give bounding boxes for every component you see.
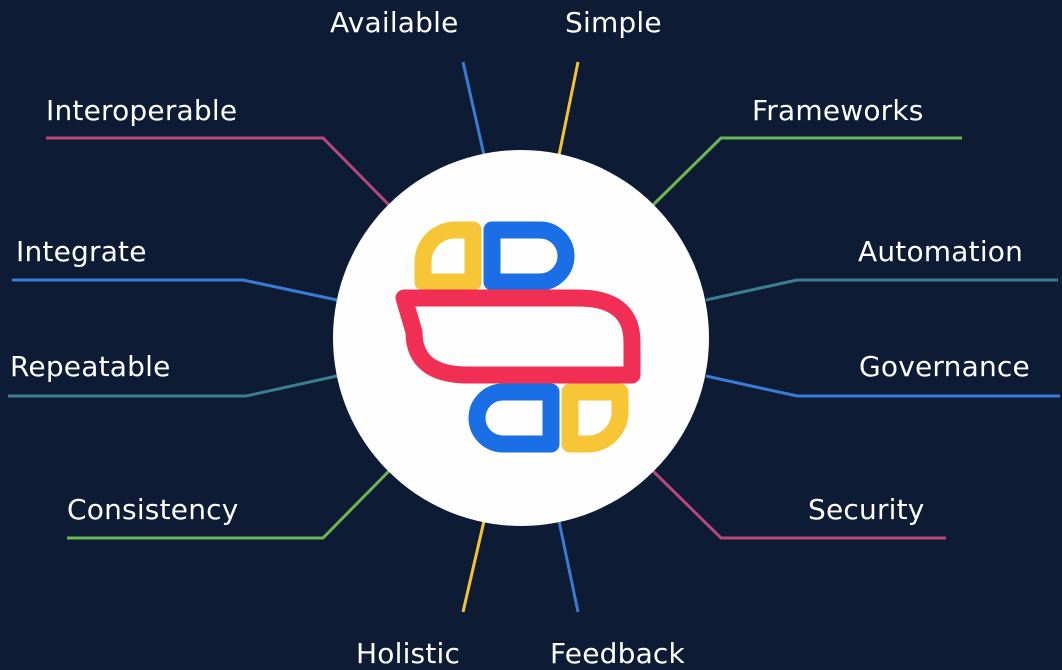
- connector-simple: [557, 61, 580, 156]
- node-label-frameworks: Frameworks: [752, 94, 924, 127]
- connector-security: [651, 469, 946, 540]
- node-label-simple: Simple: [565, 6, 662, 39]
- node-label-consistency: Consistency: [67, 493, 239, 526]
- connector-feedback: [557, 520, 580, 613]
- node-label-available: Available: [330, 6, 459, 39]
- node-label-governance: Governance: [859, 350, 1030, 383]
- connector-holistic: [461, 520, 486, 613]
- connector-automation: [705, 278, 1058, 302]
- connector-frameworks: [651, 136, 962, 207]
- connector-consistency: [67, 469, 391, 540]
- node-label-automation: Automation: [858, 235, 1024, 268]
- connector-governance: [705, 374, 1060, 398]
- node-label-integrate: Integrate: [16, 235, 147, 268]
- connector-available: [461, 61, 486, 156]
- center-hub: [333, 150, 709, 526]
- node-label-holistic: Holistic: [356, 637, 461, 670]
- node-label-interoperable: Interoperable: [46, 94, 238, 127]
- connector-interoperable: [46, 136, 391, 207]
- connector-integrate: [12, 278, 338, 302]
- connector-repeatable: [8, 374, 338, 398]
- node-label-security: Security: [808, 493, 925, 526]
- node-label-feedback: Feedback: [550, 637, 685, 670]
- node-label-repeatable: Repeatable: [10, 350, 171, 383]
- stacked-s-logo-icon: [395, 221, 641, 453]
